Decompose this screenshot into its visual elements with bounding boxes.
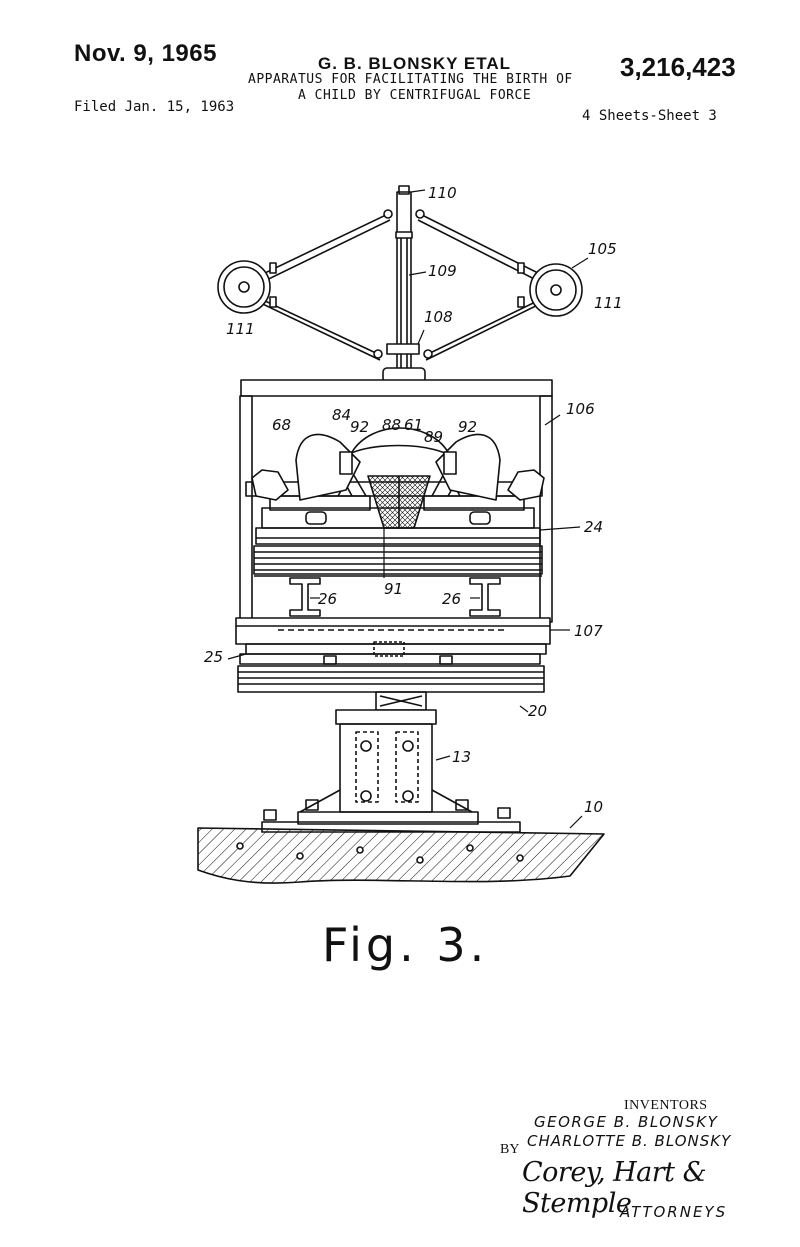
reference-numeral: 68 [272,416,291,434]
reference-numeral: 10 [584,798,603,816]
reference-numeral: 25 [204,648,223,666]
patient-figure [251,427,545,529]
figure-label: Fig. 3. [322,918,489,972]
reference-numeral: 84 [332,406,351,424]
patent-number: 3,216,423 [620,52,736,82]
reference-numeral: 92 [350,418,369,436]
turntable-base [237,641,545,711]
reference-numeral: 111 [594,294,623,312]
filed-date: Filed Jan. 15, 1963 [74,99,235,115]
attorneys-label: ATTORNEYS [620,1203,728,1221]
pedestal [261,709,521,833]
reference-numeral: 110 [428,184,457,202]
centrifugal-governor [217,185,583,383]
reference-numeral: 91 [384,580,403,598]
ground-section [197,827,605,884]
rotating-cage-frame [235,379,553,655]
reference-numeral: 13 [452,748,471,766]
reference-numeral: 88 [382,416,401,434]
reference-numeral: 109 [428,262,457,280]
reference-numeral: 61 [404,416,423,434]
reference-numeral: 26 [318,590,337,608]
patent-title-line-2: A CHILD BY CENTRIFUGAL FORCE [298,88,532,103]
inventor-1: GEORGE B. BLONSKY [534,1113,719,1131]
reference-numeral: 108 [424,308,453,326]
inventor-header: G. B. BLONSKY ETAL [318,54,512,73]
reference-numeral: 106 [566,400,595,418]
reference-numeral: 20 [528,702,547,720]
attorney-signature: Corey, Hart & Stemple [522,1157,707,1219]
reference-numeral: 92 [458,418,477,436]
by-label: BY [500,1142,520,1157]
reference-numeral: 111 [226,320,255,338]
sheet-count: 4 Sheets-Sheet 3 [582,108,717,124]
reference-numeral: 107 [574,622,603,640]
reference-numeral: 105 [588,240,617,258]
patent-title-line-1: APPARATUS FOR FACILITATING THE BIRTH OF [248,72,573,87]
inventor-2: CHARLOTTE B. BLONSKY [527,1132,732,1150]
inventors-label: INVENTORS [624,1098,708,1113]
patent-date: Nov. 9, 1965 [74,40,217,67]
reference-numeral: 24 [584,518,603,536]
reference-numeral: 26 [442,590,461,608]
reference-numeral: 89 [424,428,443,446]
